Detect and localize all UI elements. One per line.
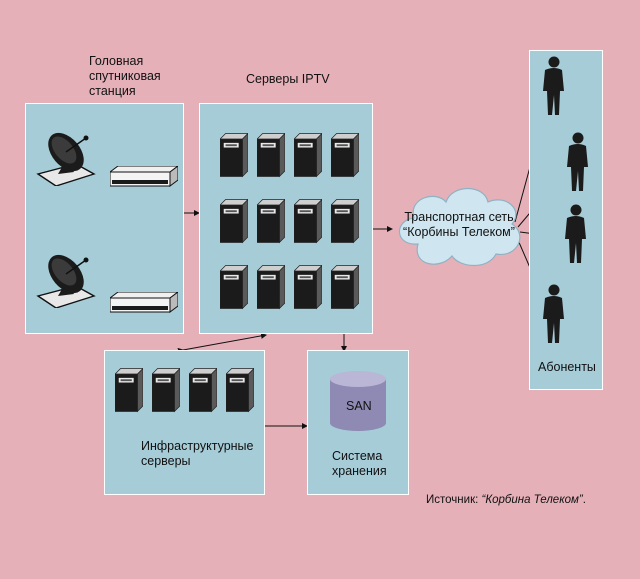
infra-panel: Инфраструктурные серверы (104, 350, 265, 495)
storage-cylinder-icon (330, 371, 386, 431)
server-tower-icon (331, 264, 359, 310)
headend-title: Головная спутниковая станция (89, 54, 161, 98)
source-prefix: Источник: (426, 494, 482, 506)
server-tower-icon (331, 132, 359, 178)
cloud-icon (398, 188, 521, 267)
transport-title: Транспортная сеть “Корбины Телеком” (403, 210, 515, 239)
receiver-icon (110, 292, 178, 314)
server-tower-icon (220, 132, 248, 178)
server-tower-icon (294, 132, 322, 178)
server-tower-icon (226, 367, 254, 413)
satellite-dish-icon (36, 130, 96, 186)
server-tower-icon (294, 198, 322, 244)
subscribers-title: Абоненты (538, 360, 596, 374)
satellite-dish-icon (36, 252, 96, 308)
headend-panel (25, 103, 184, 334)
source-suffix: . (582, 494, 586, 506)
server-tower-icon (152, 367, 180, 413)
person-icon (564, 131, 590, 193)
server-tower-icon (294, 264, 322, 310)
person-icon (562, 203, 588, 265)
receiver-icon (110, 166, 178, 188)
source-note: Источник: “Корбина Телеком”. (426, 478, 586, 508)
iptv-title: Серверы IPTV (246, 72, 330, 86)
link-iptv-infra (177, 332, 267, 354)
storage-title: Система хранения (332, 449, 387, 478)
server-tower-icon (257, 132, 285, 178)
server-tower-icon (189, 367, 217, 413)
server-tower-icon (257, 264, 285, 310)
server-tower-icon (220, 198, 248, 244)
server-tower-icon (257, 198, 285, 244)
server-tower-icon (115, 367, 143, 413)
infra-title: Инфраструктурные серверы (141, 439, 254, 468)
person-icon (540, 55, 566, 117)
iptv-panel (199, 103, 373, 334)
source-name: “Корбина Телеком” (481, 494, 583, 506)
san-label: SAN (346, 399, 372, 413)
server-tower-icon (331, 198, 359, 244)
person-icon (540, 283, 566, 345)
subscribers-panel: Абоненты (529, 50, 603, 390)
storage-panel: SAN Система хранения (307, 350, 409, 495)
server-tower-icon (220, 264, 248, 310)
